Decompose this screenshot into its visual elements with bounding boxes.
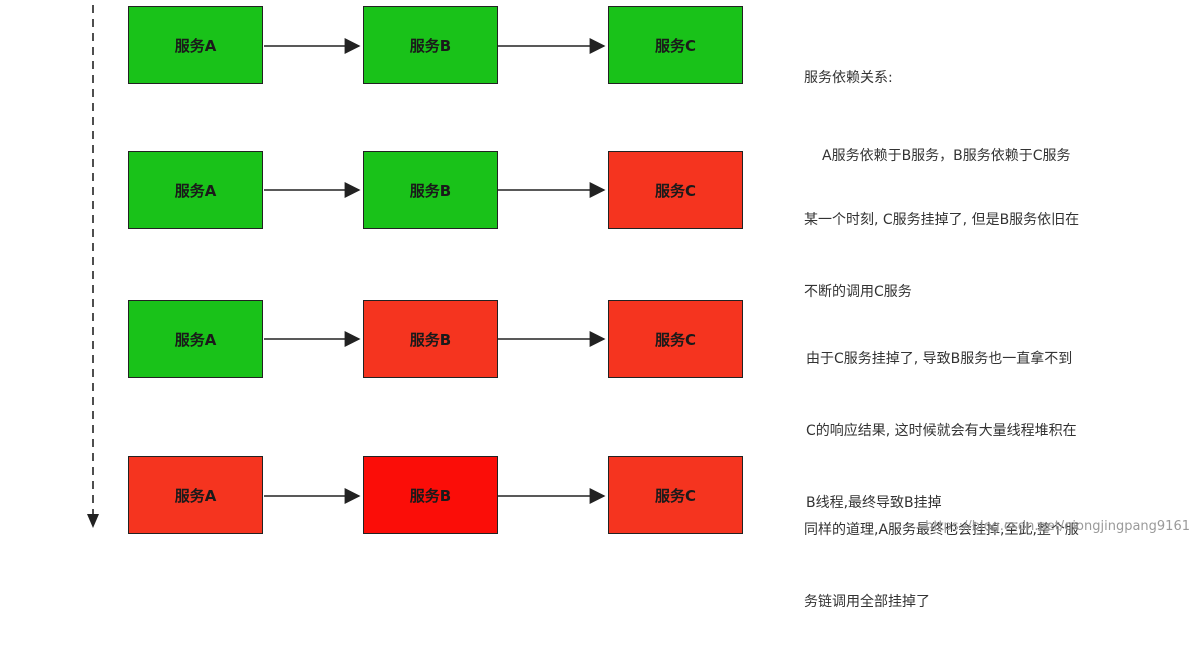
service-b-node: 服务B	[363, 300, 498, 378]
note-all-down: 同样的道理,A服务最终也会挂掉,至此,整个服 务链调用全部挂掉了	[804, 470, 1134, 662]
service-c-node: 服务C	[608, 151, 743, 229]
note-body: A服务依赖于B服务，B服务依赖于C服务	[822, 148, 1071, 164]
connector-layer	[87, 5, 606, 528]
service-a-node: 服务A	[128, 151, 263, 229]
service-c-node: 服务C	[608, 456, 743, 534]
note-line: 由于C服务挂掉了, 导致B服务也一直拿不到	[806, 351, 1073, 367]
service-b-node: 服务B	[363, 456, 498, 534]
watermark: https://blog.csdn.net/qiongjingpang9161	[925, 519, 1190, 534]
service-b-node: 服务B	[363, 151, 498, 229]
diagram-canvas: 服务A 服务B 服务C 服务A 服务B 服务C 服务A 服务B 服务C 服务A …	[87, 5, 1190, 610]
note-line: 同样的道理,A服务最终也会挂掉,至此,整个服	[804, 522, 1079, 538]
note-line: B线程,最终导致B挂掉	[806, 495, 942, 511]
note-c-down: 某一个时刻, C服务挂掉了, 但是B服务依旧在 不断的调用C服务	[804, 160, 1134, 352]
service-c-node: 服务C	[608, 300, 743, 378]
note-dependency: 服务依赖关系: A服务依赖于B服务，B服务依赖于C服务	[804, 18, 1134, 216]
note-line: 某一个时刻, C服务挂掉了, 但是B服务依旧在	[804, 212, 1080, 228]
service-a-node: 服务A	[128, 456, 263, 534]
note-line: C的响应结果, 这时候就会有大量线程堆积在	[806, 423, 1077, 439]
service-a-node: 服务A	[128, 6, 263, 84]
service-a-node: 服务A	[128, 300, 263, 378]
note-line: 务链调用全部挂掉了	[804, 594, 930, 610]
service-c-node: 服务C	[608, 6, 743, 84]
note-b-down: 由于C服务挂掉了, 导致B服务也一直拿不到 C的响应结果, 这时候就会有大量线程…	[806, 299, 1136, 563]
service-b-node: 服务B	[363, 6, 498, 84]
note-line: 不断的调用C服务	[804, 284, 912, 300]
timeline-arrow-head	[87, 514, 99, 528]
note-title: 服务依赖关系:	[804, 70, 893, 86]
